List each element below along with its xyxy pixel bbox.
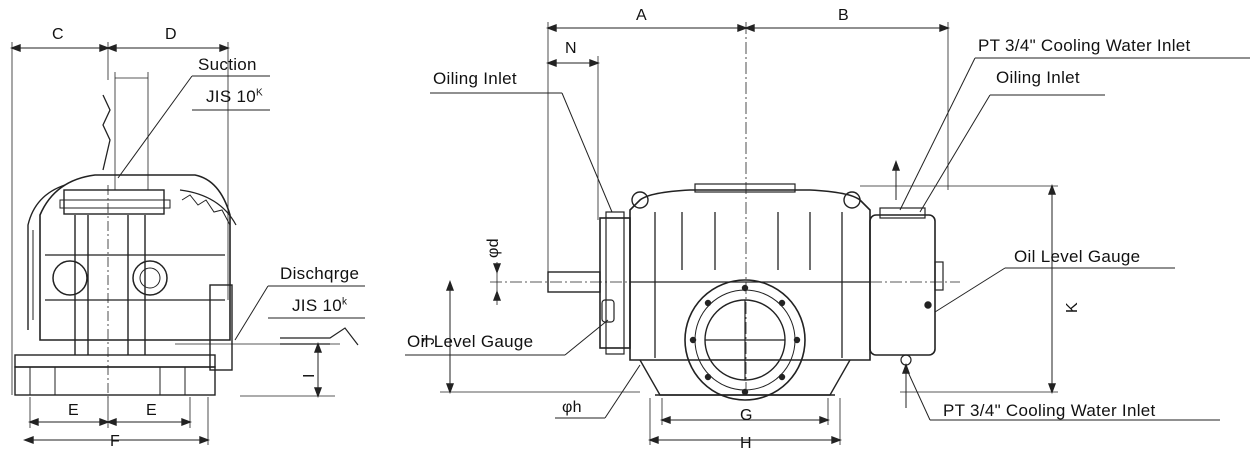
dim-h-label: H	[740, 435, 752, 452]
suction-spec-sup: K	[256, 87, 263, 99]
dim-d-label: D	[165, 26, 177, 43]
oil-level-gauge-left-label: Oil Level Gauge	[407, 332, 534, 351]
oil-level-gauge-right-label: Oil Level Gauge	[1014, 247, 1141, 266]
dim-phi-h-label: φh	[562, 399, 582, 416]
oiling-inlet-left-label: Oiling Inlet	[433, 69, 517, 88]
discharge-label: Dischqrge	[280, 264, 360, 283]
cooling-water-inlet-top-label: PT 3/4" Cooling Water Inlet	[978, 36, 1191, 55]
dim-k-label: K	[1064, 302, 1081, 313]
dim-f-label: F	[110, 433, 121, 450]
cooling-water-inlet-bottom-label: PT 3/4" Cooling Water Inlet	[943, 401, 1156, 420]
suction-label: Suction	[198, 55, 257, 74]
suction-spec: JIS 10K	[206, 87, 263, 106]
dim-i-label: I	[301, 373, 318, 378]
dim-phi-d-label: φd	[485, 238, 502, 258]
discharge-spec: JIS 10k	[292, 296, 348, 315]
discharge-spec-sup: k	[342, 296, 348, 308]
dim-e-left-label: E	[68, 402, 79, 419]
dim-b-label: B	[838, 7, 849, 24]
dim-c-label: C	[52, 26, 64, 43]
dim-j-label: J	[421, 336, 438, 345]
left-end-view	[10, 42, 365, 445]
right-side-view	[405, 22, 1250, 445]
dim-e-right-label: E	[146, 402, 157, 419]
oiling-inlet-right-label: Oiling Inlet	[996, 68, 1080, 87]
dim-g-label: G	[740, 407, 753, 424]
dim-a-label: A	[636, 7, 647, 24]
dim-n-label: N	[565, 40, 577, 57]
